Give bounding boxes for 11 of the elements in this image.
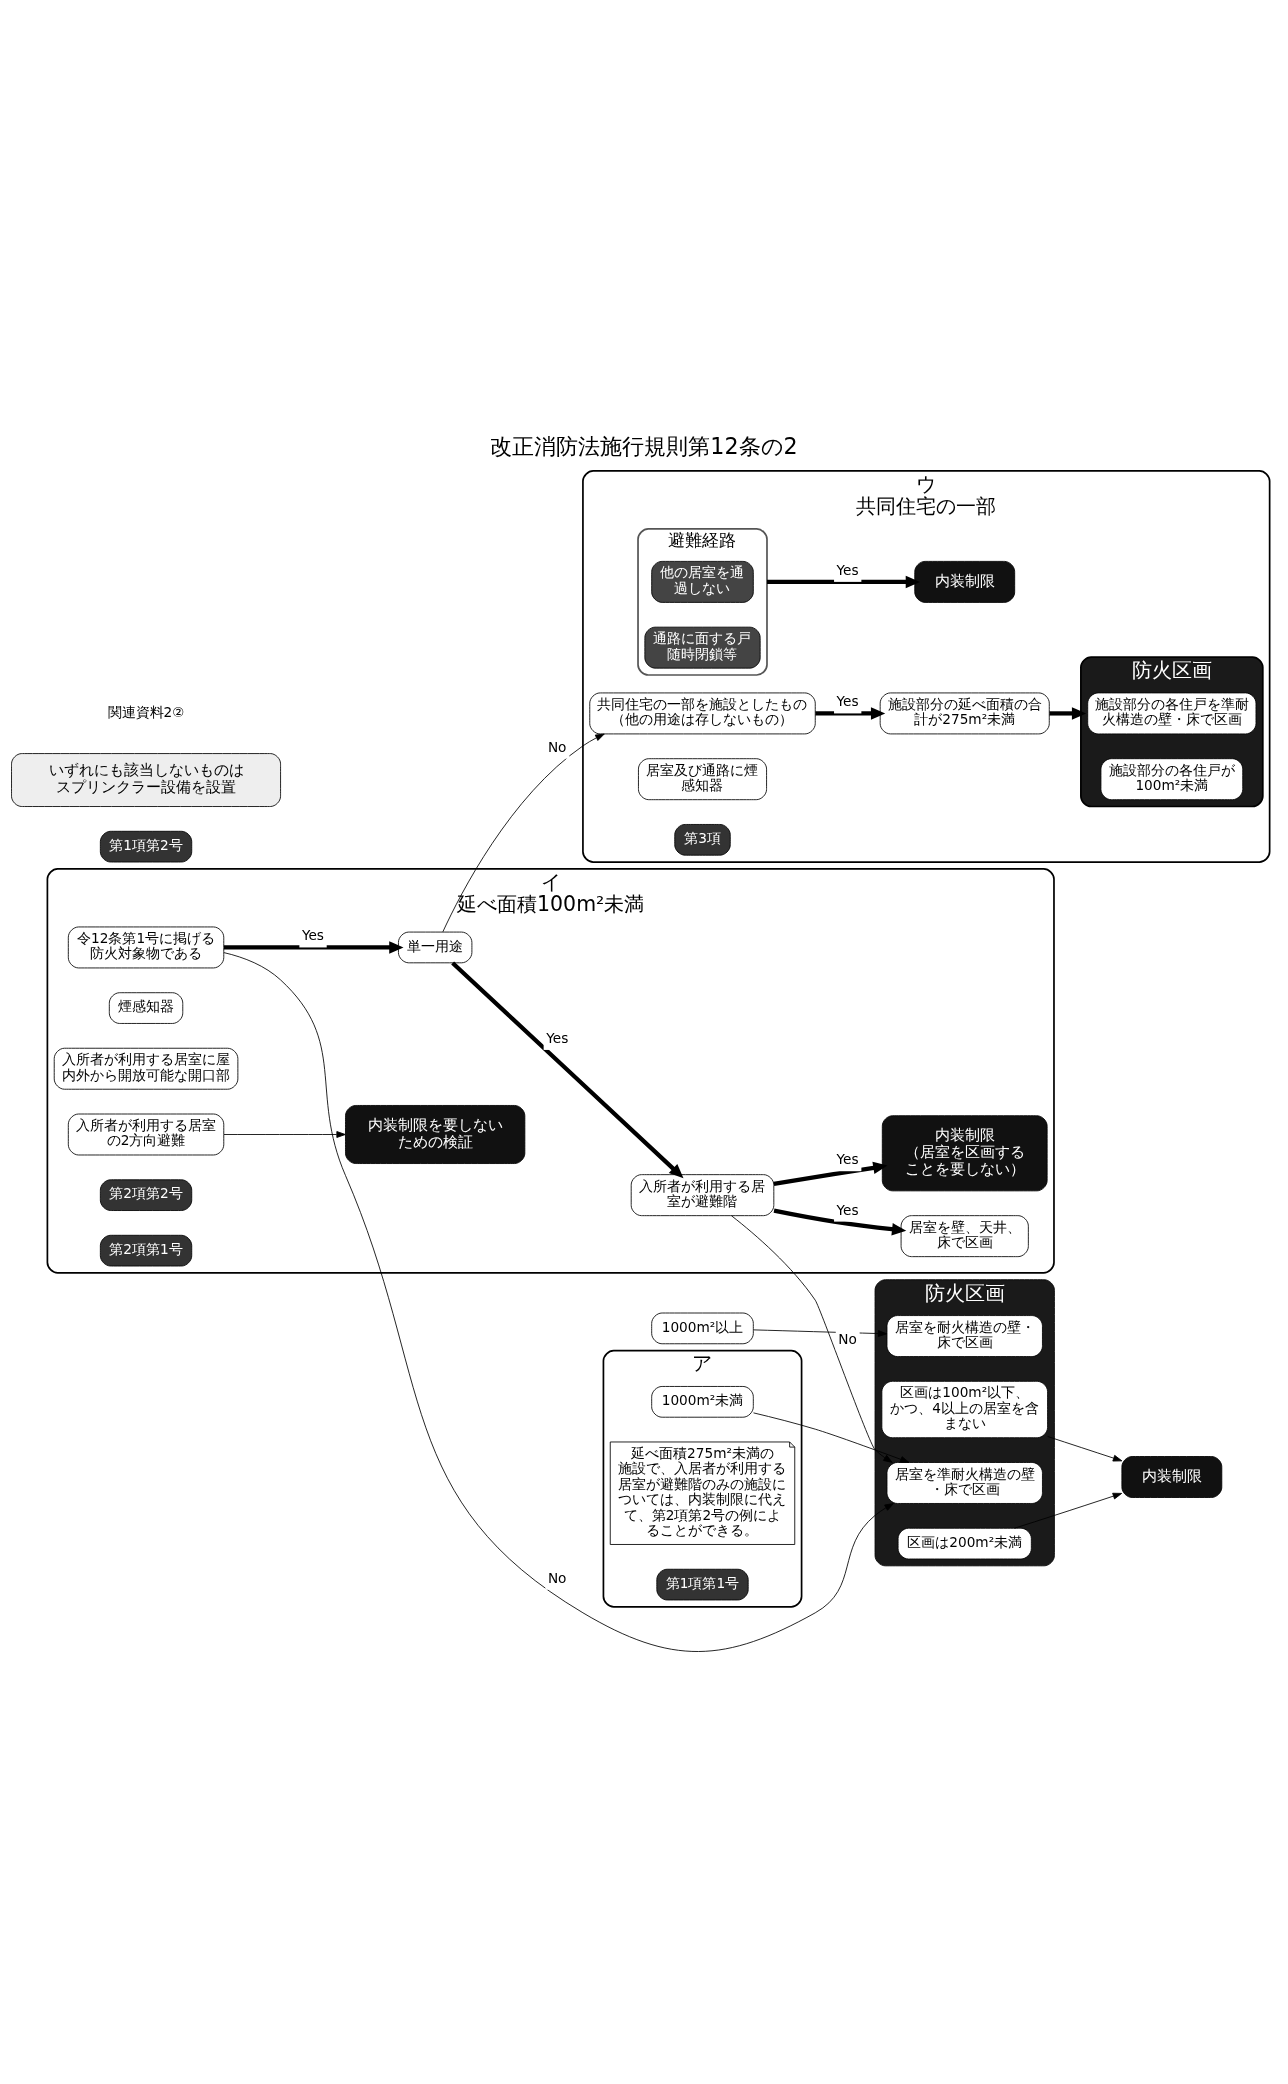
diagram-title: 改正消防法施行規則第12条の2 bbox=[490, 432, 798, 459]
edge-label: Yes bbox=[836, 561, 859, 578]
edge-label: No bbox=[838, 1330, 857, 1347]
edge-label: No bbox=[547, 1569, 567, 1586]
label: 関連資料2② bbox=[107, 703, 185, 720]
edge-label: Yes bbox=[836, 1201, 859, 1218]
edge-label: No bbox=[547, 738, 567, 755]
edge-label: Yes bbox=[546, 1029, 569, 1046]
edge-label: Yes bbox=[836, 1151, 859, 1168]
edge-label: Yes bbox=[301, 927, 324, 944]
edge-label: Yes bbox=[836, 693, 859, 710]
